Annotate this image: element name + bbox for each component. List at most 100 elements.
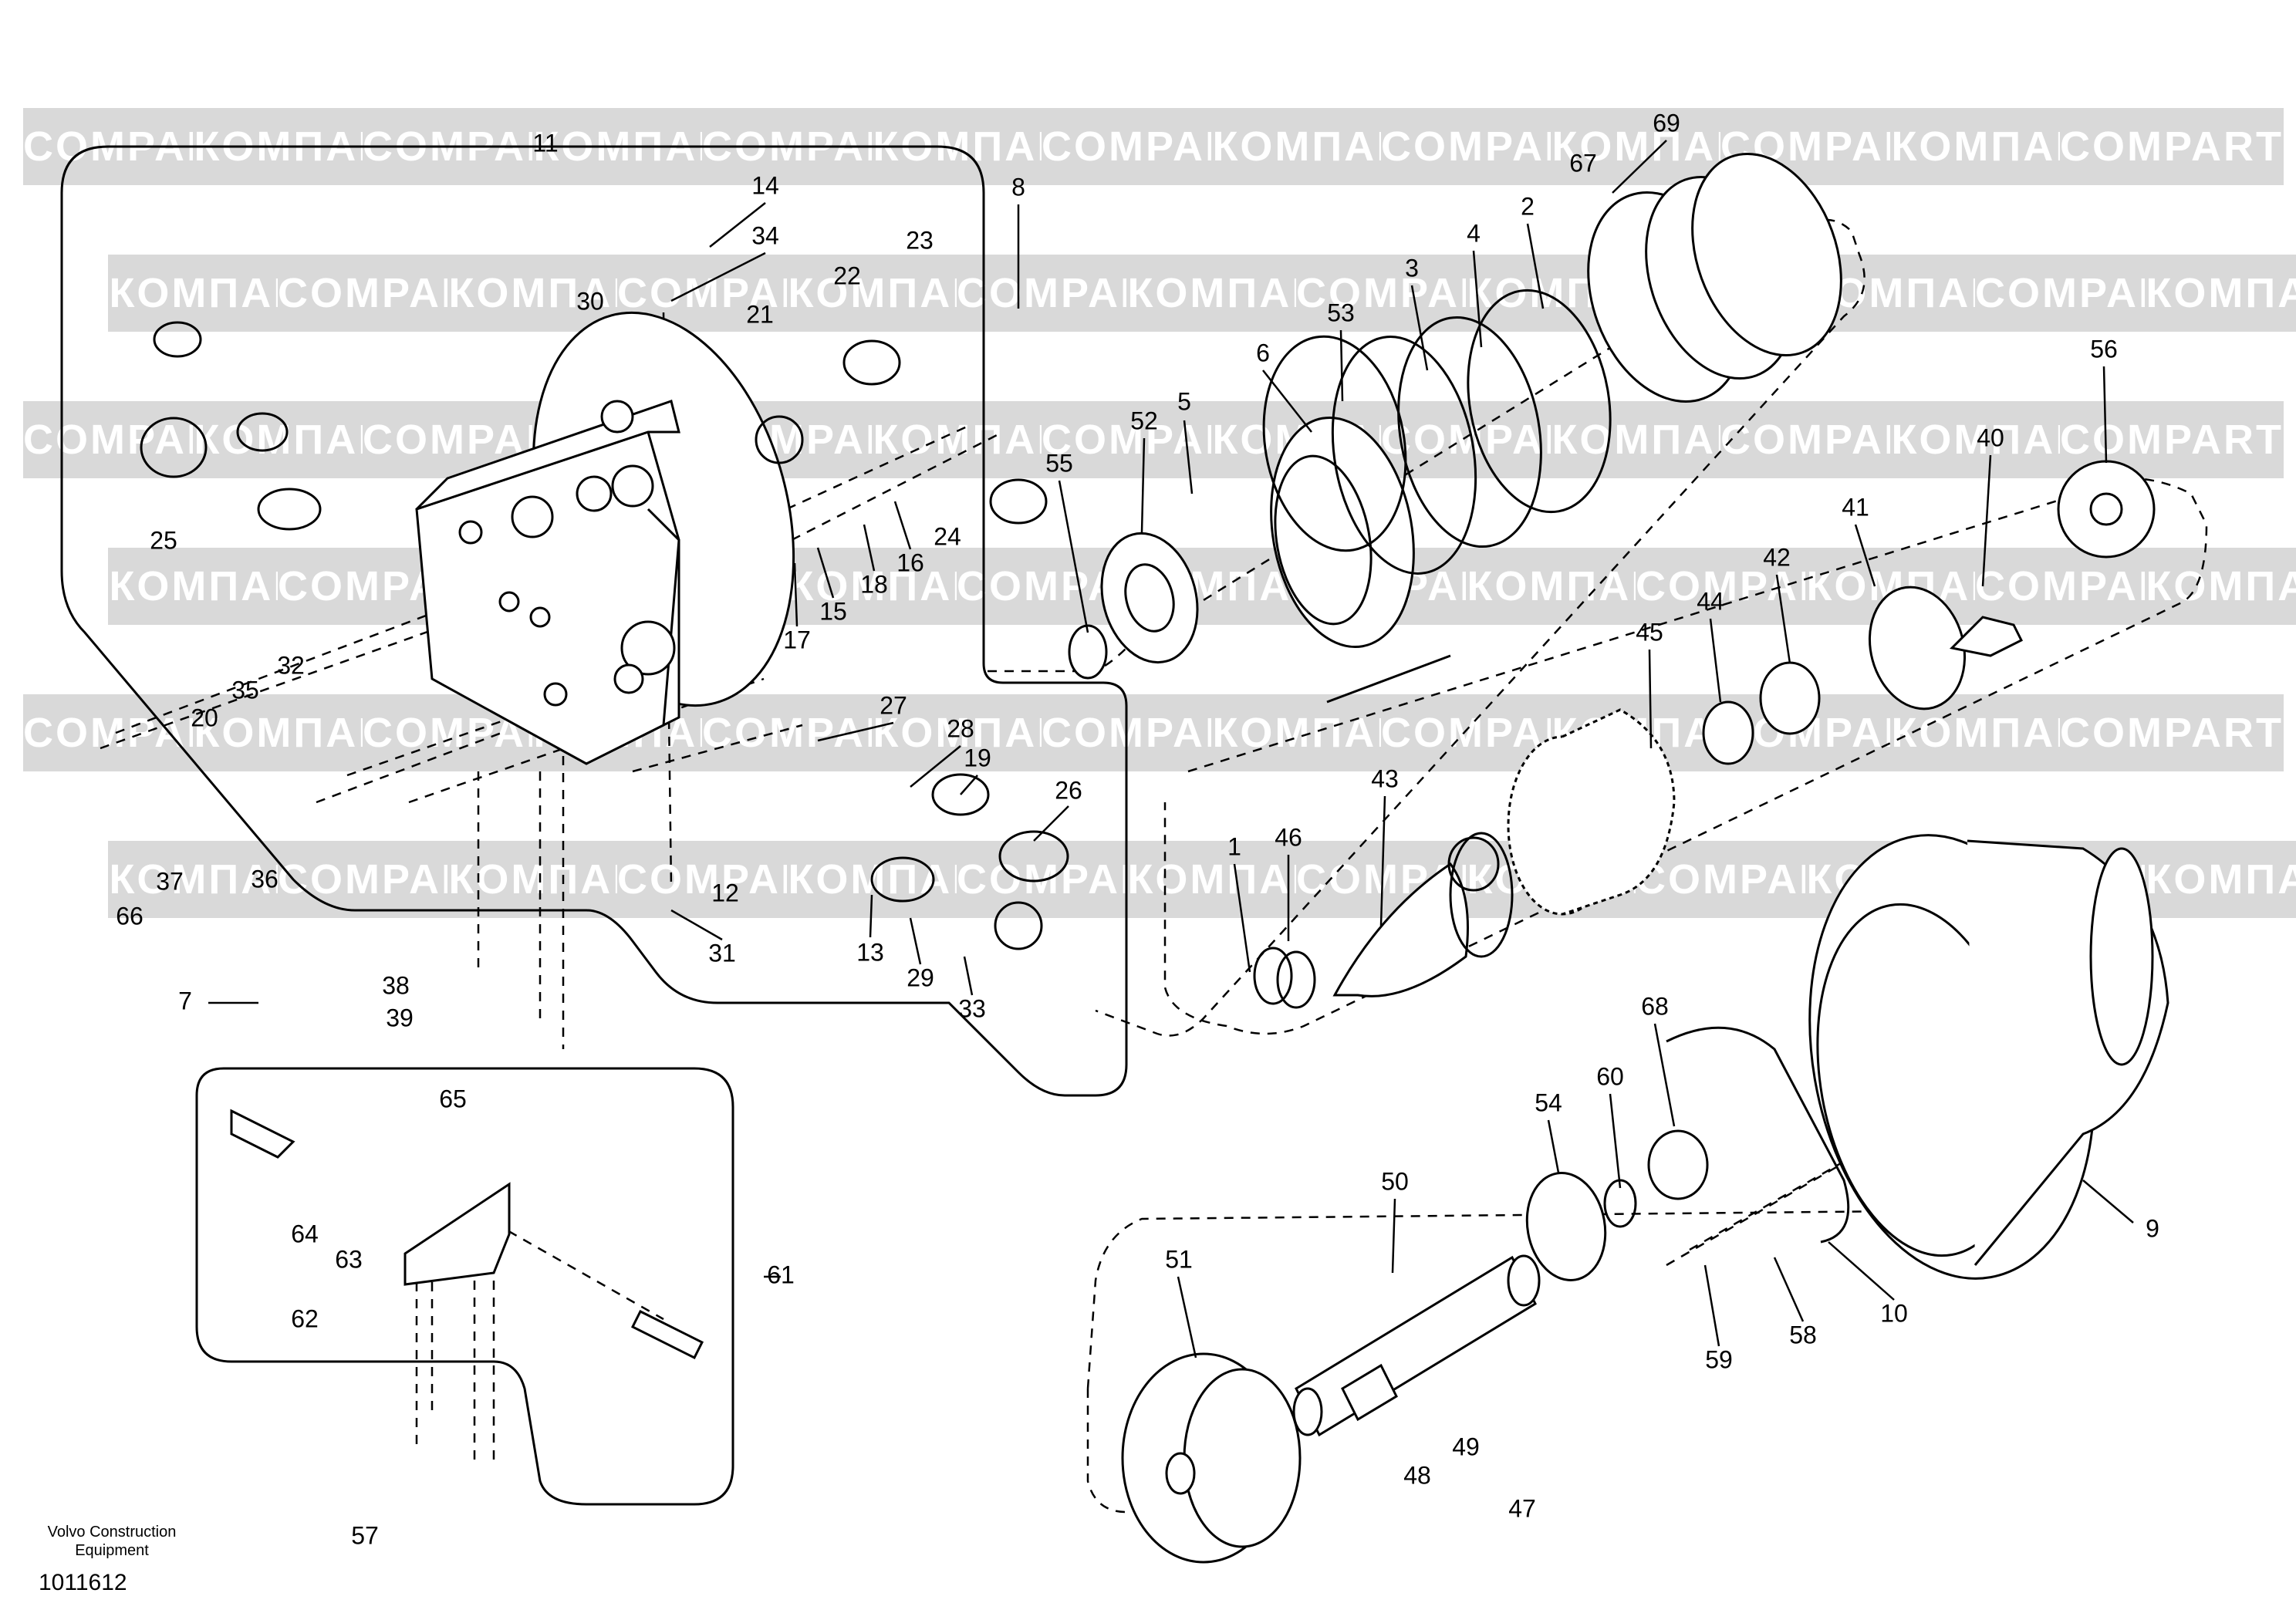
callout-64: 64 bbox=[291, 1220, 319, 1247]
callout-56: 56 bbox=[2090, 335, 2118, 363]
callout-35: 35 bbox=[231, 676, 259, 704]
leader-line bbox=[1058, 480, 1089, 633]
callout-6: 6 bbox=[1256, 339, 1270, 366]
leader-line bbox=[1410, 285, 1429, 371]
leader-line bbox=[1703, 1264, 1720, 1347]
leader-line bbox=[1773, 1257, 1805, 1322]
callout-10: 10 bbox=[1880, 1299, 1908, 1327]
callout-15: 15 bbox=[819, 597, 847, 625]
leader-line bbox=[1033, 805, 1069, 842]
leader-line bbox=[2082, 1180, 2134, 1223]
callout-5: 5 bbox=[1177, 387, 1191, 415]
callout-60: 60 bbox=[1596, 1062, 1624, 1090]
callout-7: 7 bbox=[178, 987, 192, 1014]
cylinder-block bbox=[1507, 708, 1676, 916]
leader-line bbox=[1183, 420, 1194, 494]
callout-59: 59 bbox=[1705, 1345, 1733, 1373]
leader-line bbox=[2102, 366, 2108, 464]
callout-31: 31 bbox=[708, 939, 736, 967]
callout-68: 68 bbox=[1641, 992, 1669, 1020]
watermark-tile: КОМПАРТ bbox=[2145, 255, 2296, 332]
callout-8: 8 bbox=[1011, 173, 1025, 201]
callout-63: 63 bbox=[335, 1245, 363, 1273]
small-components bbox=[230, 460, 2156, 1422]
watermark-word: КОМПАРТ bbox=[2146, 563, 2296, 609]
drawing-id: 1011612 bbox=[39, 1570, 127, 1595]
watermark-tile: COMPART bbox=[1720, 401, 1944, 478]
leader-line bbox=[670, 909, 723, 941]
dash-right-1 bbox=[1666, 1148, 1868, 1267]
callout-40: 40 bbox=[1977, 424, 2004, 451]
leader-line bbox=[1609, 1093, 1622, 1189]
callout-61: 61 bbox=[767, 1261, 795, 1288]
leader-line bbox=[1140, 437, 1146, 533]
callout-18: 18 bbox=[860, 570, 888, 598]
callout-26: 26 bbox=[1055, 776, 1082, 804]
callout-66: 66 bbox=[116, 902, 144, 930]
callout-37: 37 bbox=[156, 867, 184, 895]
callout-54: 54 bbox=[1535, 1088, 1562, 1116]
leader-line bbox=[1653, 1023, 1676, 1127]
callout-62: 62 bbox=[291, 1304, 319, 1332]
leader-line bbox=[960, 775, 978, 795]
callout-41: 41 bbox=[1842, 493, 1869, 521]
callout-17: 17 bbox=[783, 626, 811, 653]
dash-center-1 bbox=[415, 1221, 664, 1466]
callout-11: 11 bbox=[532, 129, 558, 157]
callout-50: 50 bbox=[1381, 1167, 1409, 1195]
leader-line bbox=[1547, 1119, 1560, 1173]
leader-line bbox=[869, 894, 873, 938]
callout-42: 42 bbox=[1763, 543, 1791, 571]
callout-4: 4 bbox=[1467, 219, 1481, 247]
leader-line bbox=[1379, 795, 1386, 926]
leader-line bbox=[817, 721, 894, 742]
callout-32: 32 bbox=[277, 651, 305, 679]
leader-line bbox=[1177, 1276, 1197, 1358]
shaft bbox=[1292, 1254, 1541, 1437]
callout-43: 43 bbox=[1371, 764, 1399, 792]
leader-line bbox=[1339, 329, 1344, 402]
callout-53: 53 bbox=[1327, 299, 1355, 326]
leader-line bbox=[1612, 140, 1667, 194]
motor-housing bbox=[1808, 834, 2169, 1280]
callout-45: 45 bbox=[1636, 618, 1663, 646]
callout-67: 67 bbox=[1569, 149, 1597, 177]
leader-line bbox=[1391, 1198, 1396, 1274]
watermark-word: COMPART bbox=[2060, 710, 2284, 756]
group-outline-61 bbox=[195, 1067, 734, 1506]
callout-2: 2 bbox=[1521, 192, 1535, 220]
callout-25: 25 bbox=[150, 526, 177, 554]
callout-27: 27 bbox=[880, 691, 907, 719]
callout-23: 23 bbox=[906, 226, 934, 254]
callout-20: 20 bbox=[191, 704, 218, 731]
callout-19: 19 bbox=[964, 744, 991, 771]
callout-48: 48 bbox=[1403, 1461, 1431, 1489]
leader-line bbox=[816, 547, 835, 599]
callout-3: 3 bbox=[1405, 254, 1419, 282]
callout-51: 51 bbox=[1165, 1245, 1193, 1273]
callout-46: 46 bbox=[1275, 823, 1302, 851]
leader-line bbox=[1709, 618, 1722, 703]
callout-55: 55 bbox=[1045, 449, 1073, 477]
callout-38: 38 bbox=[382, 971, 410, 999]
callout-24: 24 bbox=[934, 522, 961, 550]
callout-47: 47 bbox=[1508, 1494, 1536, 1522]
leader-line bbox=[909, 917, 922, 965]
footer-company-line2: Equipment bbox=[75, 1542, 149, 1559]
callout-49: 49 bbox=[1452, 1433, 1480, 1460]
watermark-tile: КОМПАРТ bbox=[2145, 841, 2296, 918]
footer-company-line1: Volvo Construction bbox=[47, 1524, 177, 1541]
callout-69: 69 bbox=[1653, 109, 1680, 137]
leader-line bbox=[1262, 370, 1312, 433]
watermark-word: КОМПАРТ bbox=[2146, 856, 2296, 903]
watermark-tile: COMPART bbox=[2060, 108, 2284, 185]
callout-12: 12 bbox=[711, 879, 739, 906]
callout-28: 28 bbox=[947, 714, 974, 742]
watermark-tile: COMPART bbox=[2060, 401, 2284, 478]
leader-line bbox=[910, 745, 961, 788]
leader-line bbox=[793, 562, 799, 627]
leader-line bbox=[1854, 524, 1876, 587]
callout-33: 33 bbox=[958, 994, 986, 1022]
